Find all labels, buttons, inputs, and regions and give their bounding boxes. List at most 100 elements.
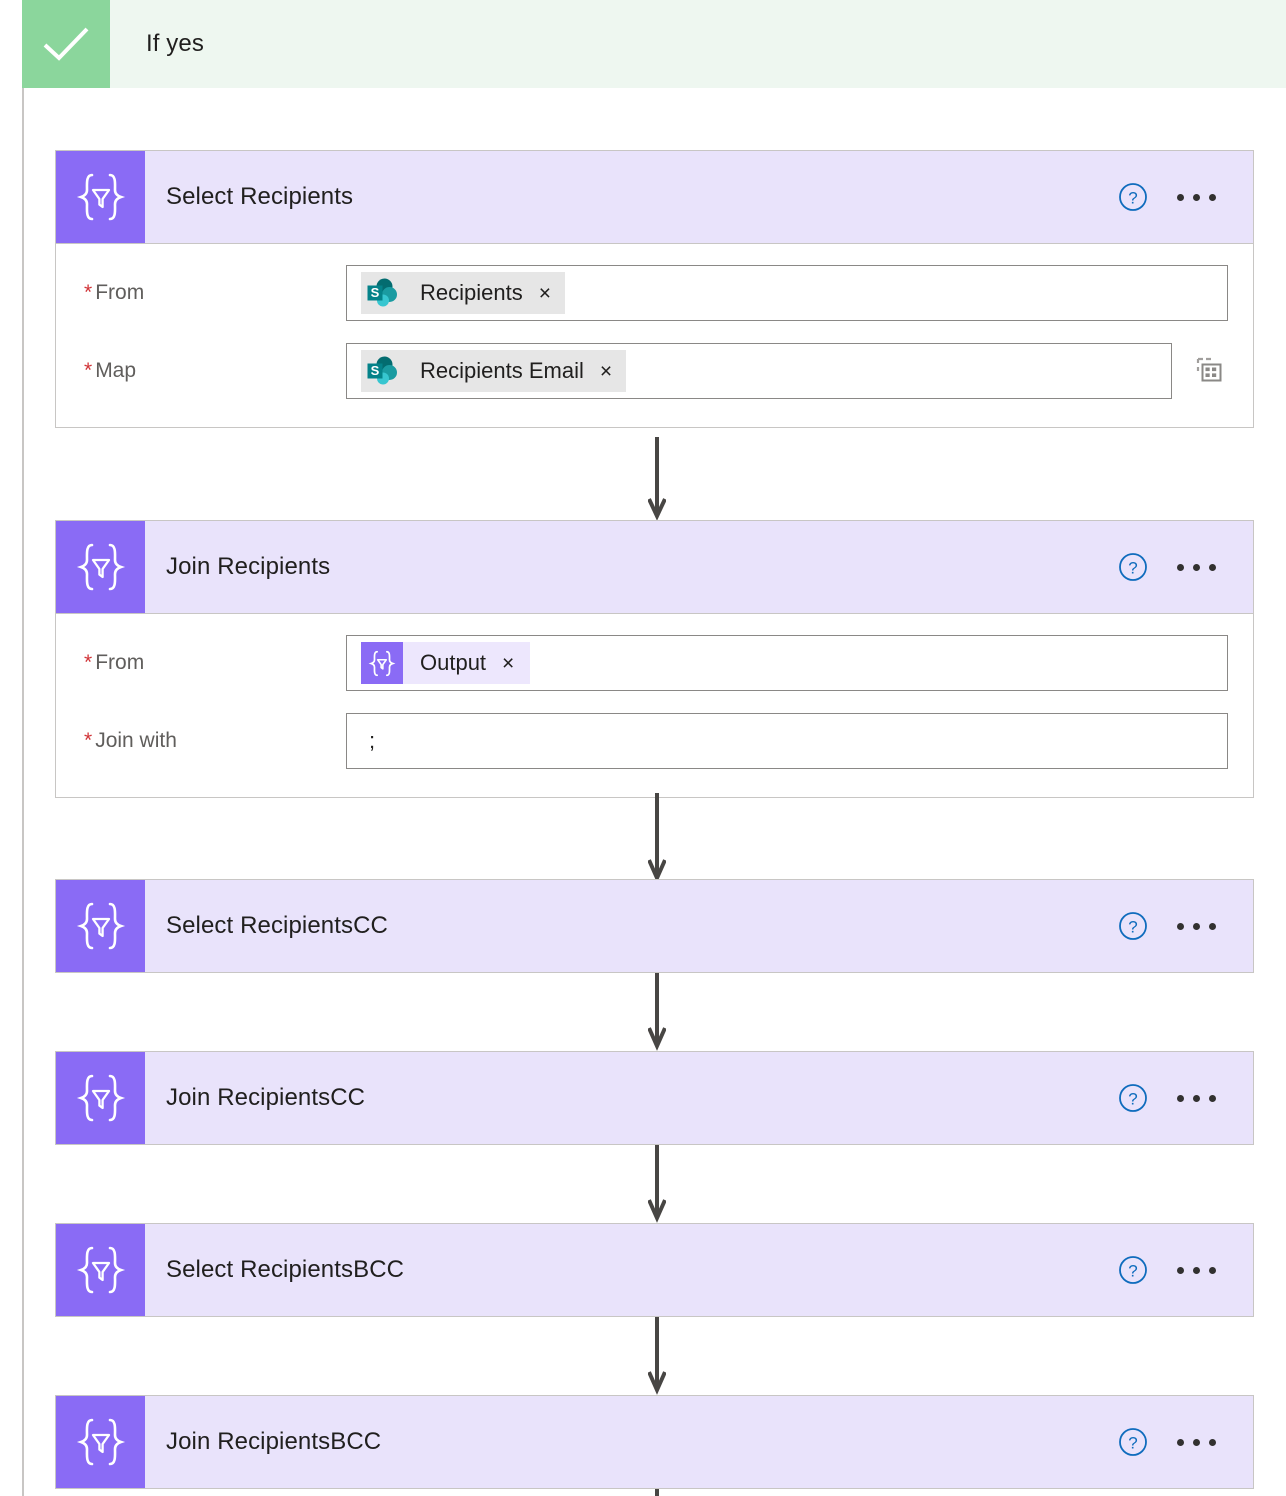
action-card-join-recipients[interactable]: Join Recipients ? *From <box>55 520 1254 798</box>
action-card-join-recipientsbcc[interactable]: Join RecipientsBCC ? <box>55 1395 1254 1489</box>
action-card-select-recipientsbcc[interactable]: Select RecipientsBCC ? <box>55 1223 1254 1317</box>
action-body: *From Output <box>56 635 1253 797</box>
scope-header-if-yes[interactable]: If yes <box>22 0 1286 88</box>
action-header-controls: ? <box>1107 1416 1253 1468</box>
field-control-join-with: ; <box>346 713 1253 769</box>
more-dot <box>1192 193 1200 201</box>
more-options-icon[interactable] <box>1159 541 1233 593</box>
more-options-icon[interactable] <box>1159 1244 1233 1296</box>
data-operation-icon <box>56 521 145 613</box>
scope-title: If yes <box>146 30 204 57</box>
svg-text:?: ? <box>1128 918 1137 937</box>
action-title: Join RecipientsCC <box>166 1084 366 1111</box>
svg-text:S: S <box>371 285 380 300</box>
more-dot <box>1192 1094 1200 1102</box>
svg-text:?: ? <box>1128 1090 1137 1109</box>
required-indicator: * <box>84 281 93 304</box>
token-label: Recipients <box>420 280 523 305</box>
field-row-join-with: *Join with ; <box>56 713 1253 769</box>
remove-token-icon[interactable]: × <box>538 281 551 305</box>
help-icon[interactable]: ? <box>1107 1072 1159 1124</box>
token-label: Recipients Email <box>420 358 584 383</box>
data-operation-icon <box>361 642 403 684</box>
more-options-icon[interactable] <box>1159 900 1233 952</box>
field-label-from: *From <box>84 651 346 675</box>
token-chip-output[interactable]: Output × <box>361 642 531 684</box>
token-chip-recipients[interactable]: S Recipients × <box>361 272 565 314</box>
action-header-controls: ? <box>1107 900 1253 952</box>
data-operation-icon <box>56 880 145 972</box>
data-operation-icon <box>56 151 145 243</box>
from-input[interactable]: S Recipients × <box>346 265 1228 321</box>
action-header[interactable]: Select RecipientsBCC ? <box>55 1223 1254 1317</box>
action-title: Select RecipientsBCC <box>166 1256 405 1283</box>
scope-vertical-rail <box>22 88 24 1496</box>
help-icon[interactable]: ? <box>1107 541 1159 593</box>
connector-arrow <box>648 973 666 1051</box>
action-header[interactable]: Select Recipients ? <box>55 150 1254 244</box>
required-indicator: * <box>84 729 93 752</box>
map-input[interactable]: S Recipients Email × <box>346 343 1172 399</box>
action-header-controls: ? <box>1107 171 1253 223</box>
field-label-text: From <box>95 281 145 304</box>
connector-arrow <box>648 1317 666 1395</box>
svg-text:?: ? <box>1128 189 1137 208</box>
connector-arrow <box>648 1489 666 1496</box>
more-dot <box>1208 1438 1216 1446</box>
more-dot <box>1176 563 1184 571</box>
action-header-controls: ? <box>1107 1244 1253 1296</box>
action-card-select-recipients[interactable]: Select Recipients ? *From <box>55 150 1254 428</box>
more-dot <box>1192 563 1200 571</box>
more-dot <box>1192 922 1200 930</box>
switch-to-text-mode-icon[interactable] <box>1186 348 1232 394</box>
from-input[interactable]: Output × <box>346 635 1228 691</box>
field-label-text: Map <box>95 359 137 382</box>
more-dot <box>1192 1266 1200 1274</box>
more-dot <box>1208 922 1216 930</box>
more-options-icon[interactable] <box>1159 171 1233 223</box>
connector-arrow <box>648 793 666 883</box>
help-icon[interactable]: ? <box>1107 900 1159 952</box>
more-dot <box>1208 193 1216 201</box>
more-options-icon[interactable] <box>1159 1072 1233 1124</box>
field-label-from: *From <box>84 281 346 305</box>
action-title: Join RecipientsBCC <box>166 1428 382 1455</box>
more-dot <box>1176 193 1184 201</box>
action-header[interactable]: Join Recipients ? <box>55 520 1254 614</box>
more-dot <box>1208 1094 1216 1102</box>
more-dot <box>1176 1266 1184 1274</box>
data-operation-icon <box>56 1052 145 1144</box>
remove-token-icon[interactable]: × <box>502 651 515 675</box>
more-dot <box>1192 1438 1200 1446</box>
required-indicator: * <box>84 359 93 382</box>
help-icon[interactable]: ? <box>1107 1416 1159 1468</box>
action-card-select-recipientscc[interactable]: Select RecipientsCC ? <box>55 879 1254 973</box>
data-operation-icon <box>56 1396 145 1488</box>
field-label-join-with: *Join with <box>84 729 346 753</box>
connector-arrow <box>648 437 666 521</box>
action-header[interactable]: Join RecipientsBCC ? <box>55 1395 1254 1489</box>
more-dot <box>1176 922 1184 930</box>
required-indicator: * <box>84 651 93 674</box>
action-header[interactable]: Select RecipientsCC ? <box>55 879 1254 973</box>
more-options-icon[interactable] <box>1159 1416 1233 1468</box>
more-dot <box>1208 563 1216 571</box>
help-icon[interactable]: ? <box>1107 1244 1159 1296</box>
data-operation-icon <box>56 1224 145 1316</box>
field-label-map: *Map <box>84 359 346 383</box>
action-card-join-recipientscc[interactable]: Join RecipientsCC ? <box>55 1051 1254 1145</box>
join-with-input[interactable]: ; <box>346 713 1228 769</box>
token-chip-recipients-email[interactable]: S Recipients Email × <box>361 350 627 392</box>
field-row-map: *Map S <box>56 343 1253 399</box>
help-icon[interactable]: ? <box>1107 171 1159 223</box>
svg-text:?: ? <box>1128 559 1137 578</box>
field-control-from: Output × <box>346 635 1253 691</box>
more-dot <box>1176 1094 1184 1102</box>
remove-token-icon[interactable]: × <box>599 359 613 383</box>
action-header[interactable]: Join RecipientsCC ? <box>55 1051 1254 1145</box>
action-title: Join Recipients <box>166 553 331 580</box>
sharepoint-icon: S <box>361 272 403 314</box>
more-dot <box>1176 1438 1184 1446</box>
svg-text:?: ? <box>1128 1434 1137 1453</box>
